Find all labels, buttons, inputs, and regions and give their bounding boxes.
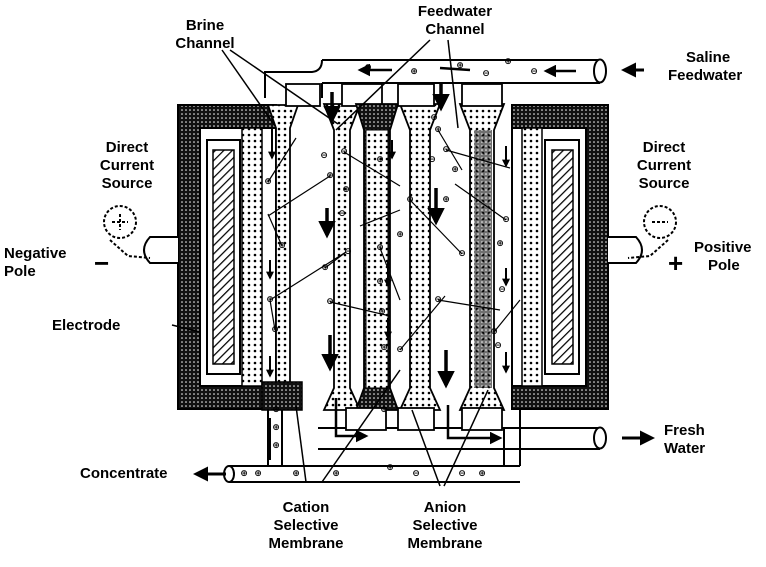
anion: ⊖ bbox=[458, 249, 466, 259]
cation: ⊕ bbox=[272, 441, 280, 451]
cation: ⊕ bbox=[378, 307, 386, 317]
membrane-1 bbox=[261, 83, 321, 411]
cation: ⊕ bbox=[451, 165, 459, 175]
cation: ⊕ bbox=[496, 239, 504, 249]
dc-source-right-icon bbox=[627, 205, 677, 259]
anion: ⊖ bbox=[396, 345, 404, 355]
cation: ⊕ bbox=[434, 125, 442, 135]
brine-channel-label-line1: Brine bbox=[186, 17, 224, 34]
anion: ⊖ bbox=[340, 147, 348, 157]
anion: ⊖ bbox=[406, 195, 414, 205]
cation: ⊕ bbox=[264, 177, 272, 187]
cation: ⊕ bbox=[386, 463, 394, 473]
leader-lines bbox=[171, 39, 655, 487]
membrane-4 bbox=[397, 83, 442, 411]
cation-membrane-label-line2: Selective bbox=[273, 517, 338, 534]
anion: ⊖ bbox=[458, 469, 466, 479]
cation: ⊕ bbox=[380, 405, 388, 415]
cation: ⊕ bbox=[364, 63, 372, 73]
anion: ⊖ bbox=[494, 341, 502, 351]
membranes bbox=[261, 83, 506, 431]
cation-membrane-label-line3: Membrane bbox=[268, 535, 343, 552]
cation: ⊕ bbox=[380, 343, 388, 353]
negative-pole-label-line2: Pole bbox=[4, 263, 36, 280]
cation: ⊕ bbox=[272, 405, 280, 415]
anions: ⊖ ⊖ ⊖ ⊖ ⊖ ⊖ ⊖ ⊖ ⊖ ⊖ ⊖ ⊖ ⊖ ⊖ ⊖ ⊖ ⊖ ⊖ ⊖ bbox=[320, 67, 538, 479]
positive-sign: + bbox=[668, 248, 683, 278]
cation: ⊕ bbox=[442, 195, 450, 205]
anion: ⊖ bbox=[482, 69, 490, 79]
right-electrode-housing bbox=[511, 104, 609, 410]
anion: ⊖ bbox=[320, 151, 328, 161]
feed-pipe bbox=[264, 58, 607, 98]
left-electrode-housing bbox=[177, 104, 277, 410]
anion-membrane-label-line1: Anion bbox=[424, 499, 467, 516]
cation: ⊕ bbox=[326, 171, 334, 181]
anion: ⊖ bbox=[338, 209, 346, 219]
anion: ⊖ bbox=[530, 67, 538, 77]
cation: ⊕ bbox=[396, 230, 404, 240]
dc-source-right-label-line3: Source bbox=[639, 175, 690, 192]
anion: ⊖ bbox=[412, 469, 420, 479]
anion-membrane-label-line3: Membrane bbox=[407, 535, 482, 552]
anion: ⊖ bbox=[442, 145, 450, 155]
cation: ⊕ bbox=[376, 155, 384, 165]
dc-source-left-label-line3: Source bbox=[102, 175, 153, 192]
cation: ⊕ bbox=[272, 423, 280, 433]
cation: ⊕ bbox=[490, 327, 498, 337]
cation: ⊕ bbox=[376, 243, 384, 253]
fresh-water-label-line2: Water bbox=[664, 440, 705, 457]
cation: ⊕ bbox=[478, 469, 486, 479]
cations: ⊕ ⊕ ⊕ ⊕ ⊕ ⊕ ⊕ ⊕ ⊕ ⊕ ⊕ ⊕ ⊕ ⊕ ⊕ ⊕ ⊕ ⊕ ⊕ ⊕ … bbox=[240, 57, 512, 479]
membrane-5 bbox=[458, 83, 506, 411]
cation-membrane-label-line1: Cation bbox=[283, 499, 330, 516]
cation: ⊕ bbox=[504, 57, 512, 67]
cation: ⊕ bbox=[342, 185, 350, 195]
saline-feedwater-label-line2: Feedwater bbox=[668, 67, 742, 84]
cation: ⊕ bbox=[321, 263, 329, 273]
dc-source-left-label-line1: Direct bbox=[106, 139, 149, 156]
dc-source-left-label-line2: Current bbox=[100, 157, 154, 174]
negative-sign: − bbox=[94, 248, 109, 278]
positive-pole-label-line2: Pole bbox=[708, 257, 740, 274]
saline-feedwater-label-line1: Saline bbox=[686, 49, 730, 66]
fresh-water-label-line1: Fresh bbox=[664, 422, 705, 439]
concentrate-pipe bbox=[223, 404, 521, 483]
feedwater-channel-label-line1: Feedwater bbox=[418, 3, 492, 20]
cation: ⊕ bbox=[410, 67, 418, 77]
negative-pole-label-line1: Negative bbox=[4, 245, 67, 262]
cation: ⊕ bbox=[456, 61, 464, 71]
anion: ⊖ bbox=[428, 155, 436, 165]
feedwater-channel-label-line2: Channel bbox=[425, 21, 484, 38]
cation: ⊕ bbox=[240, 469, 248, 479]
dc-source-right-label-line1: Direct bbox=[643, 139, 686, 156]
anion: ⊖ bbox=[326, 297, 334, 307]
cation: ⊕ bbox=[254, 469, 262, 479]
flow-arrows bbox=[266, 63, 576, 460]
dc-source-right-label-line2: Current bbox=[637, 157, 691, 174]
cation: ⊕ bbox=[376, 277, 384, 287]
concentrate-label: Concentrate bbox=[80, 465, 168, 482]
cation: ⊕ bbox=[278, 241, 286, 251]
anion: ⊖ bbox=[434, 295, 442, 305]
positive-pole-label-line1: Positive bbox=[694, 239, 752, 256]
cation: ⊕ bbox=[292, 469, 300, 479]
anion: ⊖ bbox=[502, 215, 510, 225]
anion: ⊖ bbox=[344, 247, 352, 257]
ion-paths bbox=[267, 129, 521, 351]
brine-channel-label-line2: Channel bbox=[175, 35, 234, 52]
cation: ⊕ bbox=[266, 295, 274, 305]
cation: ⊕ bbox=[271, 325, 279, 335]
electrode-label: Electrode bbox=[52, 317, 120, 334]
dc-source-left-icon bbox=[103, 205, 151, 259]
cation: ⊕ bbox=[332, 469, 340, 479]
anion: ⊖ bbox=[430, 113, 438, 123]
anion: ⊖ bbox=[498, 285, 506, 295]
anion-membrane-label-line2: Selective bbox=[412, 517, 477, 534]
